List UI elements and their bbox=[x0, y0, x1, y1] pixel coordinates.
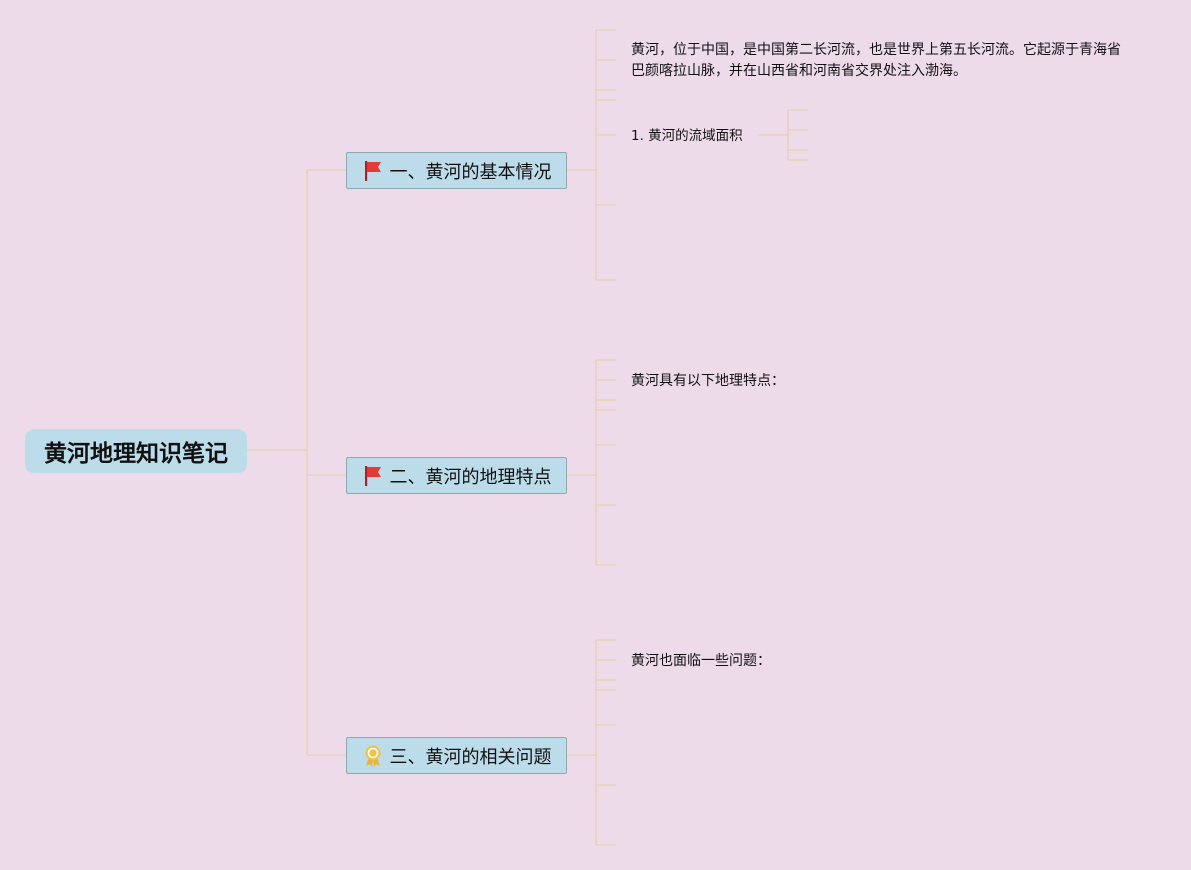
award-badge-icon bbox=[365, 745, 380, 767]
root-node-label: 黄河地理知识笔记 bbox=[44, 441, 228, 467]
branch-node-geo-features[interactable]: 二、黄河的地理特点 bbox=[346, 457, 567, 494]
connector-b1-sub-ticks bbox=[788, 109, 808, 161]
branch-node-label: 二、黄河的地理特点 bbox=[389, 466, 552, 488]
branch-node-related-issues[interactable]: 三、黄河的相关问题 bbox=[346, 737, 567, 774]
root-node[interactable]: 黄河地理知识笔记 bbox=[25, 429, 247, 473]
connector-b2-ticks bbox=[596, 359, 616, 566]
leaf-geo-features-text[interactable]: 黄河具有以下地理特点： bbox=[631, 373, 785, 389]
leaf-related-issues-text[interactable]: 黄河也面临一些问题： bbox=[631, 653, 771, 669]
connector-b1-ticks bbox=[596, 29, 616, 281]
leaf-basin-area[interactable]: 1. 黄河的流域面积 bbox=[631, 128, 743, 144]
red-flag-icon bbox=[364, 160, 381, 181]
connector-b3-ticks bbox=[596, 639, 616, 846]
red-flag-icon bbox=[364, 465, 381, 486]
branch-node-label: 一、黄河的基本情况 bbox=[389, 161, 552, 183]
branch-node-label: 三、黄河的相关问题 bbox=[389, 746, 552, 768]
leaf-basic-info-text[interactable]: 黄河，位于中国，是中国第二长河流，也是世界上第五长河流。它起源于青海省巴颜喀拉山… bbox=[631, 42, 1121, 79]
branch-node-basic-info[interactable]: 一、黄河的基本情况 bbox=[346, 152, 567, 189]
